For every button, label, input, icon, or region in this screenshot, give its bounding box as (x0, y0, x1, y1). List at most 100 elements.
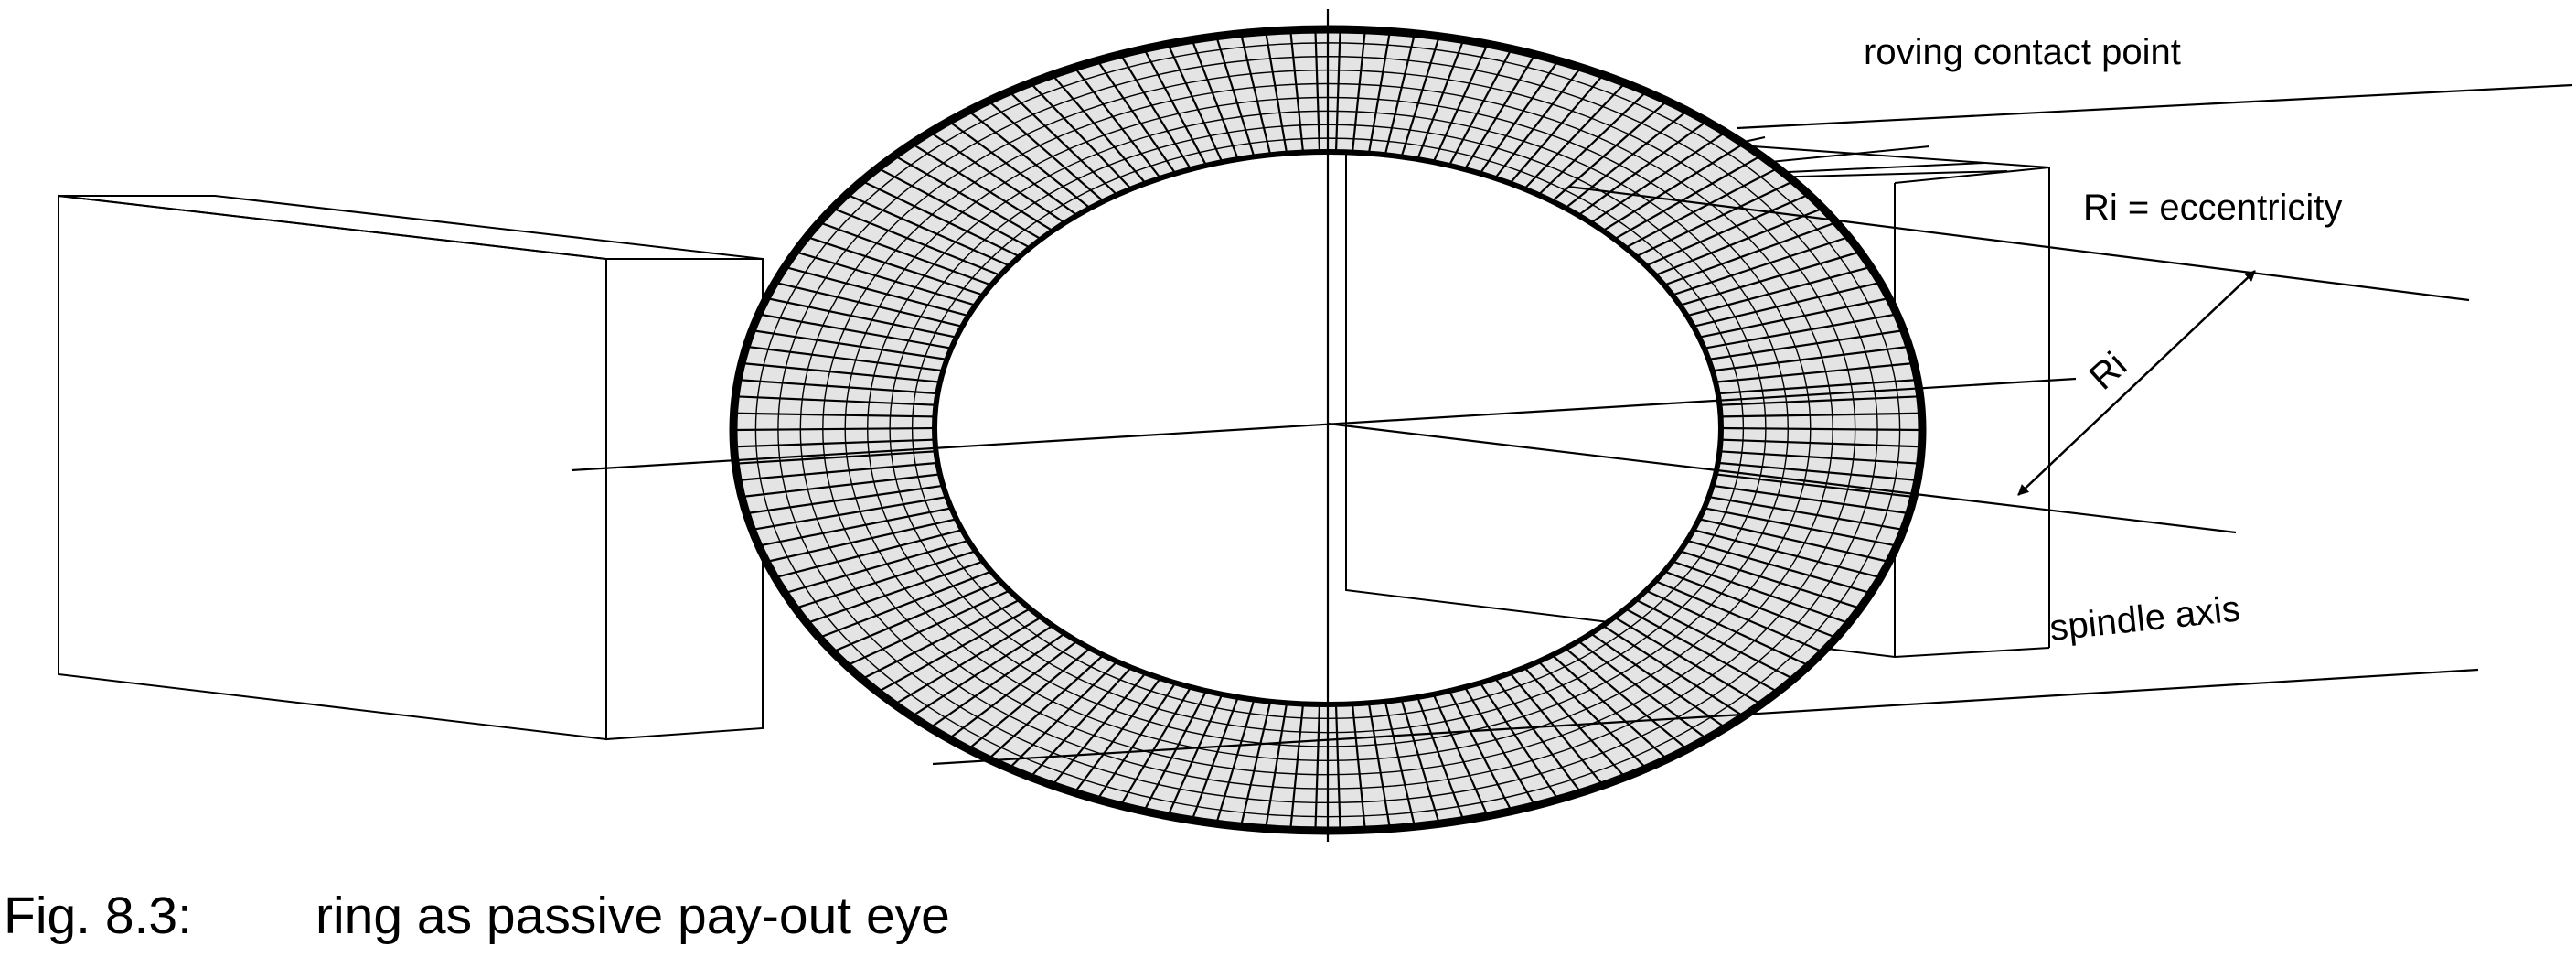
ring-hatch-line (1704, 313, 1897, 349)
ring-hatch-line (1577, 120, 1707, 217)
ring-hatch-line (1645, 589, 1810, 667)
horizontal-axis (571, 377, 2077, 472)
ring-hatch-line (1494, 67, 1582, 179)
ring-hatch-line (1367, 31, 1391, 154)
ring-hatch-line (1239, 33, 1272, 156)
ring-hatch-line (1479, 682, 1559, 801)
ring-hatch-line (1052, 74, 1147, 185)
ring-hatch-line (1463, 686, 1536, 807)
ring-hatch-line (1602, 143, 1745, 232)
ring-hatch-line (1265, 703, 1288, 829)
ring-hatch-line (1400, 36, 1440, 157)
ring-hatch-line (1635, 598, 1794, 681)
ring-hatch-line (846, 193, 1010, 267)
ring-hatch-line (1289, 29, 1305, 153)
ring-hatch-line (1720, 412, 1922, 418)
ring-hatch-line (1030, 81, 1132, 190)
ring-hatch-line (1679, 550, 1861, 609)
ring-hatch-line (1191, 39, 1239, 160)
ring-hatch-line (893, 155, 1042, 241)
ring-hatch-line (877, 608, 1031, 694)
ring-hatch-line (1720, 426, 1923, 432)
ring-hatch-line (1672, 235, 1849, 296)
ring-hatch-line (1686, 539, 1872, 595)
ring-hatch-line (1624, 608, 1779, 694)
ring-hatch-line (1191, 696, 1239, 821)
ring-hatch-line (746, 484, 944, 515)
ring-hatch-line (818, 570, 992, 639)
ring-hatch-line (1167, 694, 1224, 817)
ring-hatch-line (765, 296, 957, 339)
ring-hatch-line (738, 379, 938, 395)
ring-hatch-line (1698, 296, 1890, 339)
ring-hatch-line (1030, 666, 1132, 779)
ring-hatch-line (1314, 29, 1321, 153)
ring-hatch-line (1314, 704, 1321, 831)
ring-hatch-line (1265, 31, 1288, 154)
ring-hatch-line (1416, 696, 1465, 821)
ring-hatch-line (735, 450, 936, 465)
label-ri: Ri (2082, 345, 2135, 398)
ring-hatch-line (1523, 666, 1626, 779)
ring-hatch-line (1384, 33, 1416, 156)
ring-hatch-line (1715, 361, 1915, 383)
lower-ground-line (932, 668, 2479, 766)
ring-hatch-line (746, 345, 944, 372)
ring-hatch-line (1416, 39, 1465, 160)
ring-hatch-line (1119, 53, 1192, 170)
ring-hatch-line (1719, 450, 1920, 465)
ring-hatch-line (738, 461, 938, 481)
ring-hatch-line (1654, 580, 1823, 653)
ring-hatch-line (1432, 694, 1489, 817)
label-ri-eccentricity: Ri = eccentricity (2083, 188, 2342, 228)
caption-number: Fig. 8.3: (4, 887, 192, 945)
ring-hatch-line (929, 632, 1065, 729)
ring-hatch-line (807, 235, 984, 296)
ring-hatch-line (1074, 677, 1161, 793)
caption-text: ring as passive pay-out eye (315, 887, 950, 945)
ring-hatch-line (1719, 395, 1920, 406)
ring-hatch-line (1712, 345, 1909, 372)
ring-hatch-line (948, 120, 1078, 217)
ring-hatch-line (775, 281, 963, 328)
ring-hatch-line (846, 589, 1010, 667)
ring-hatch-line (1693, 529, 1881, 579)
ring-hatch-line (1523, 81, 1626, 190)
ring-hatch-line (1715, 473, 1915, 499)
ring-hatch-line (861, 598, 1021, 681)
ring-hatch-line (1663, 570, 1837, 639)
ring-hatch-line (948, 640, 1078, 740)
ring-hatch-line (1590, 131, 1726, 224)
ring-hatch-line (1537, 91, 1648, 196)
ring-hatch-line (1400, 699, 1440, 824)
ring-hatch-line (1537, 661, 1648, 769)
ring-hatch-line (967, 647, 1091, 750)
ring-hatch-line (929, 131, 1065, 224)
ring-hatch-line (752, 329, 947, 360)
ring-hatch-line (784, 539, 969, 595)
ring-hatch-line (795, 251, 977, 306)
ring-hatch-line (1509, 74, 1604, 185)
ring-hatch-line (1717, 461, 1918, 481)
ri-dimension-arrow (2017, 270, 2256, 496)
label-spindle-axis: spindle axis (2047, 588, 2241, 649)
ring (729, 25, 1927, 835)
ring-hatch-line (1096, 59, 1177, 175)
ring-hatch-line (1654, 207, 1823, 276)
ring-hatch-line (807, 560, 984, 625)
ring-hatch-line (911, 624, 1053, 717)
ring-hatch-line (877, 167, 1031, 249)
ring-hatch-line (1693, 281, 1881, 328)
ring-hatch-line (1551, 654, 1668, 760)
ring-hatch-line (1698, 518, 1890, 564)
ring-hatch-line (1239, 701, 1272, 827)
ring-hatch-line (911, 143, 1053, 232)
ring-hatch-line (893, 616, 1042, 705)
ring-hatch-line (732, 426, 935, 432)
ring-hatch-line (1712, 484, 1909, 515)
depth-axis-back (1327, 422, 2237, 534)
ring-hatch-line (1602, 624, 1745, 717)
ring-hatch-line (988, 654, 1105, 760)
ring-hatch-line (818, 221, 992, 286)
